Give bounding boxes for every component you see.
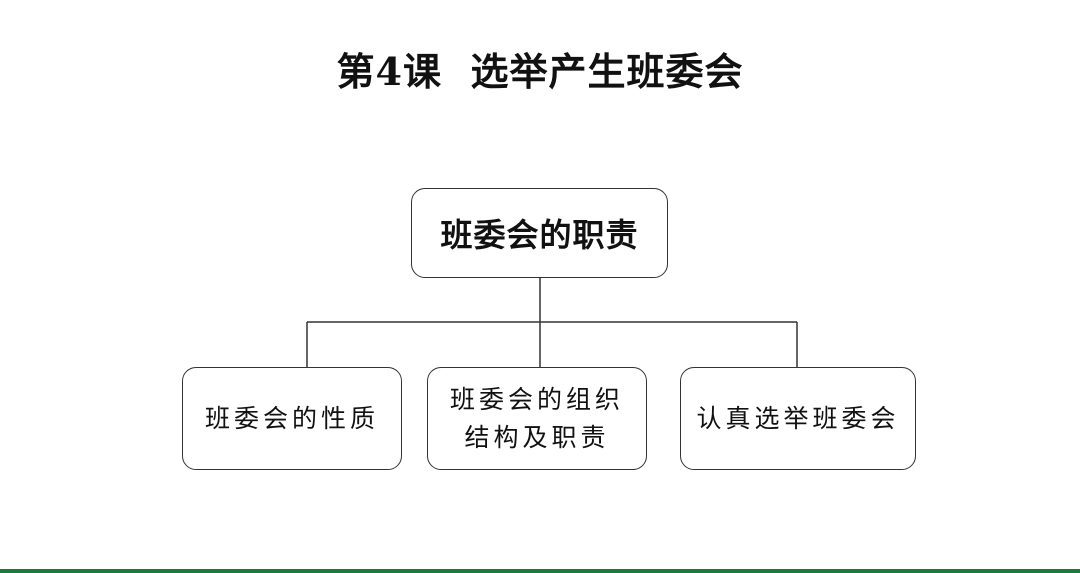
- root-node: 班委会的职责: [411, 188, 668, 278]
- page-title: 第4课 选举产生班委会: [336, 49, 744, 94]
- root-node-label: 班委会的职责: [440, 216, 639, 254]
- child-node-label: 班委会的性质: [204, 403, 379, 433]
- child-node-label: 认真选举班委会: [696, 403, 900, 433]
- child-node-election: 认真选举班委会: [680, 367, 916, 470]
- child-node-structure: 班委会的组织 结构及职责: [427, 367, 647, 470]
- child-node-nature: 班委会的性质: [182, 367, 402, 470]
- bottom-accent-bar: [0, 569, 1080, 573]
- child-node-label: 班委会的组织 结构及职责: [449, 384, 624, 452]
